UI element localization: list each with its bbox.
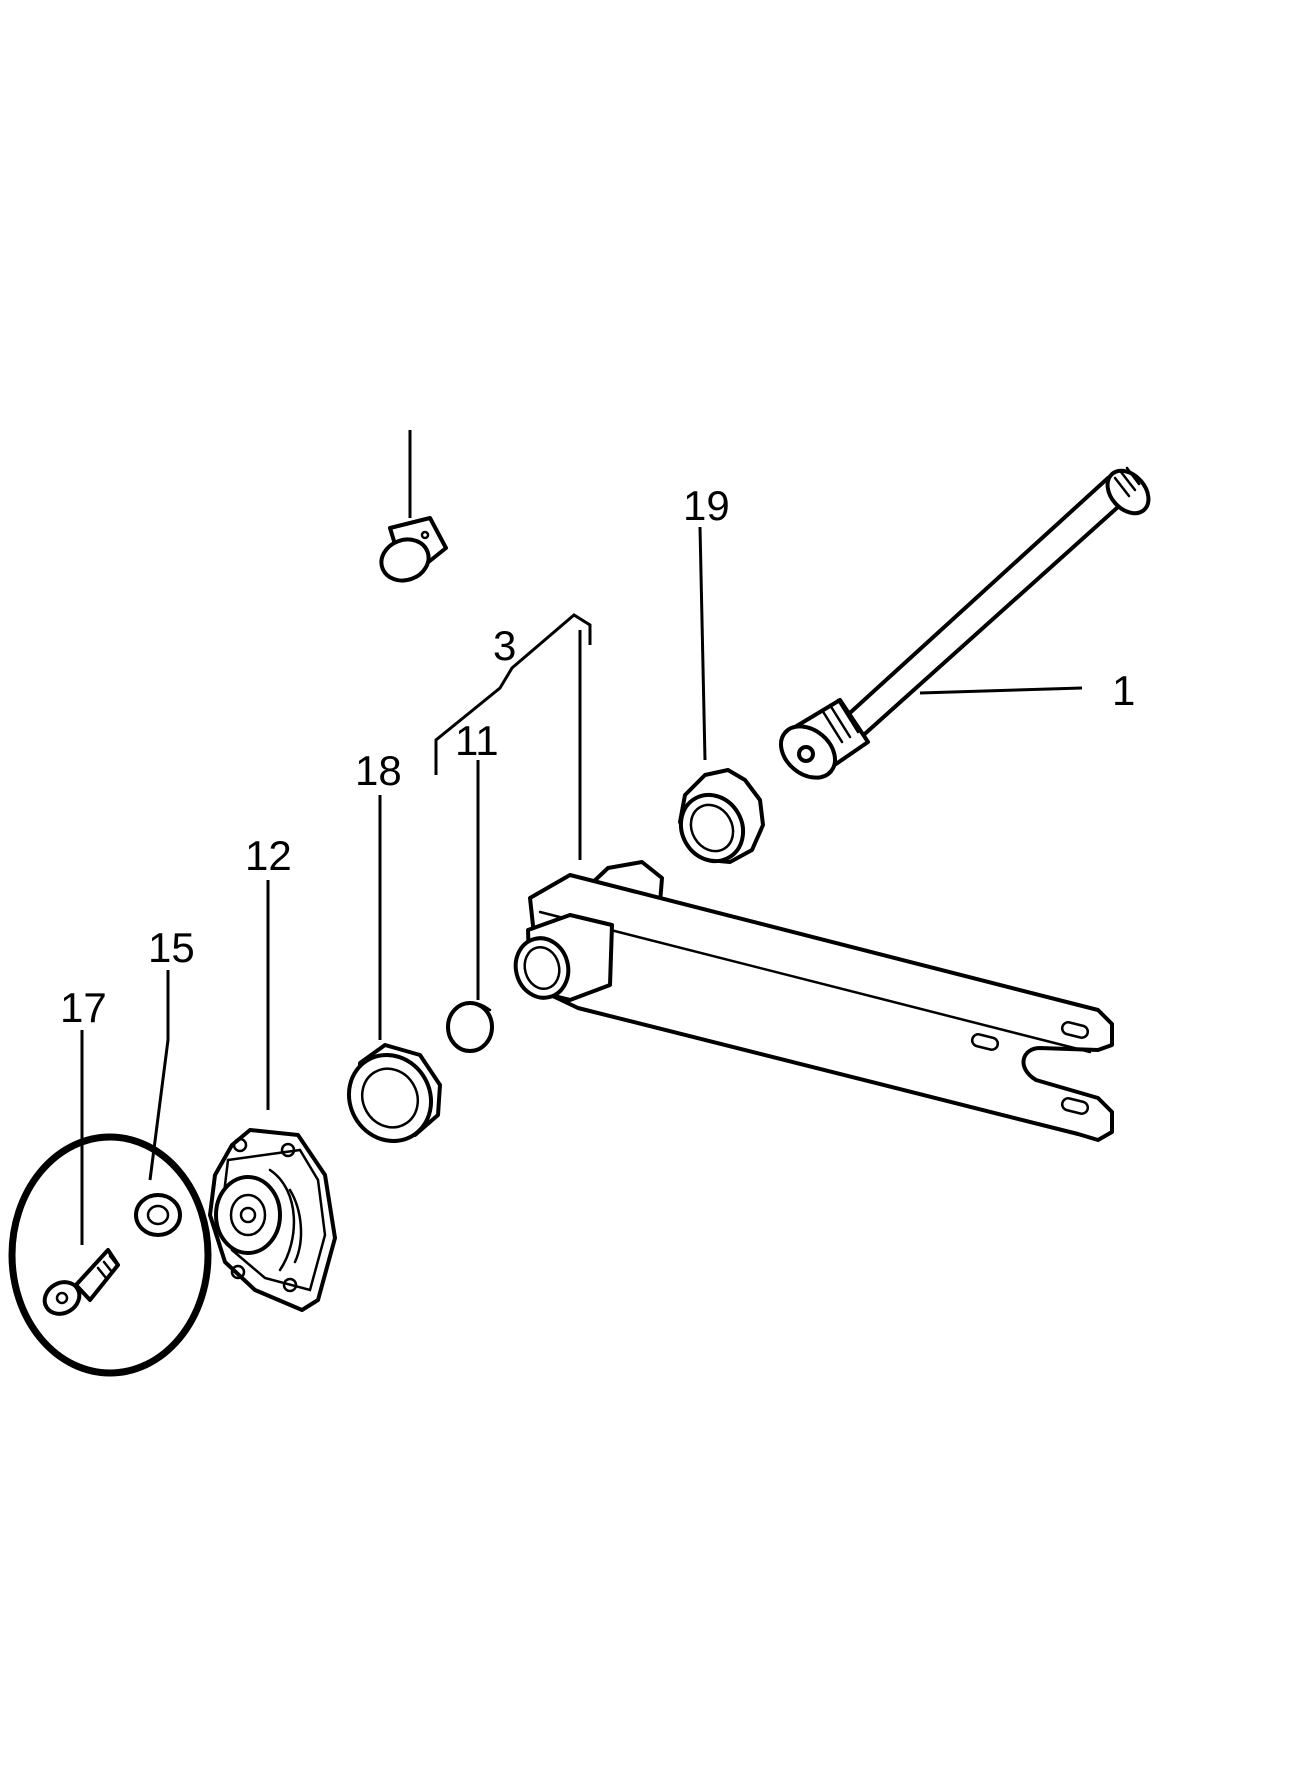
part-15-lock-washer [134, 970, 182, 1237]
part-11-bushing [446, 760, 494, 1053]
part-arm-lever [513, 860, 1114, 1142]
callout-3: 3 [493, 622, 516, 669]
part-1-splined-shaft [779, 466, 1151, 780]
callout-18: 18 [355, 747, 402, 794]
callout-11: 11 [455, 717, 499, 764]
part-19-castle-nut [678, 526, 765, 864]
part-18-bearing [346, 795, 442, 1144]
highlight-circle [8, 1133, 212, 1377]
part-cap-top [379, 430, 448, 583]
callout-19: 19 [683, 482, 730, 529]
callout-1: 1 [1112, 667, 1135, 714]
callout-15: 15 [148, 924, 195, 971]
callout-12: 12 [245, 832, 292, 879]
callout-17: 17 [60, 984, 107, 1031]
part-17-bolt [42, 1030, 120, 1316]
part-12-flange-plate [208, 880, 337, 1312]
callout-3-bracket [434, 613, 592, 860]
